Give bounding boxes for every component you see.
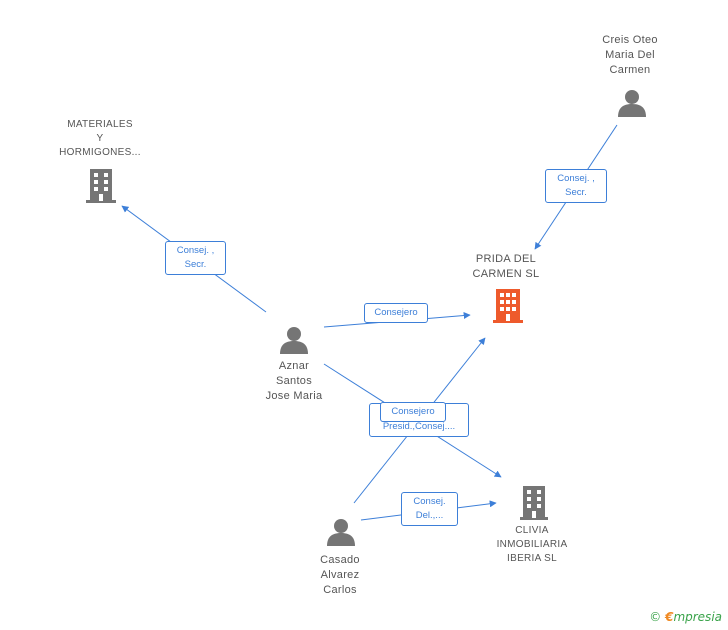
person-icon[interactable]	[280, 327, 308, 354]
edge-label-aznar-prida[interactable]: Consejero	[364, 303, 428, 323]
building-icon[interactable]	[86, 169, 116, 203]
edge-label-creis-prida[interactable]: Consej. , Secr.	[545, 169, 607, 203]
edge-label-casado-prida[interactable]: Consejero	[380, 402, 446, 422]
node-label-casado[interactable]: Casado Alvarez Carlos	[320, 554, 360, 596]
building-focus-icon[interactable]	[493, 289, 523, 323]
node-label-prida[interactable]: PRIDA DEL CARMEN SL	[472, 253, 540, 280]
node-label-aznar[interactable]: Aznar Santos Jose Maria	[265, 360, 323, 402]
building-icon[interactable]	[520, 486, 548, 520]
empresia-logo: © €mpresia	[649, 610, 722, 624]
person-icon[interactable]	[618, 90, 646, 117]
node-label-materiales[interactable]: MATERIALES Y HORMIGONES...	[59, 119, 141, 158]
node-label-clivia[interactable]: CLIVIA INMOBILIARIA IBERIA SL	[496, 525, 568, 564]
copyright-icon: ©	[649, 610, 662, 624]
person-icon[interactable]	[327, 519, 355, 546]
edge-label-aznar-materiales[interactable]: Consej. , Secr.	[165, 241, 226, 275]
edge-label-casado-clivia[interactable]: Consej. Del.,...	[401, 492, 458, 526]
node-label-creis[interactable]: Creis Oteo Maria Del Carmen	[602, 34, 658, 76]
